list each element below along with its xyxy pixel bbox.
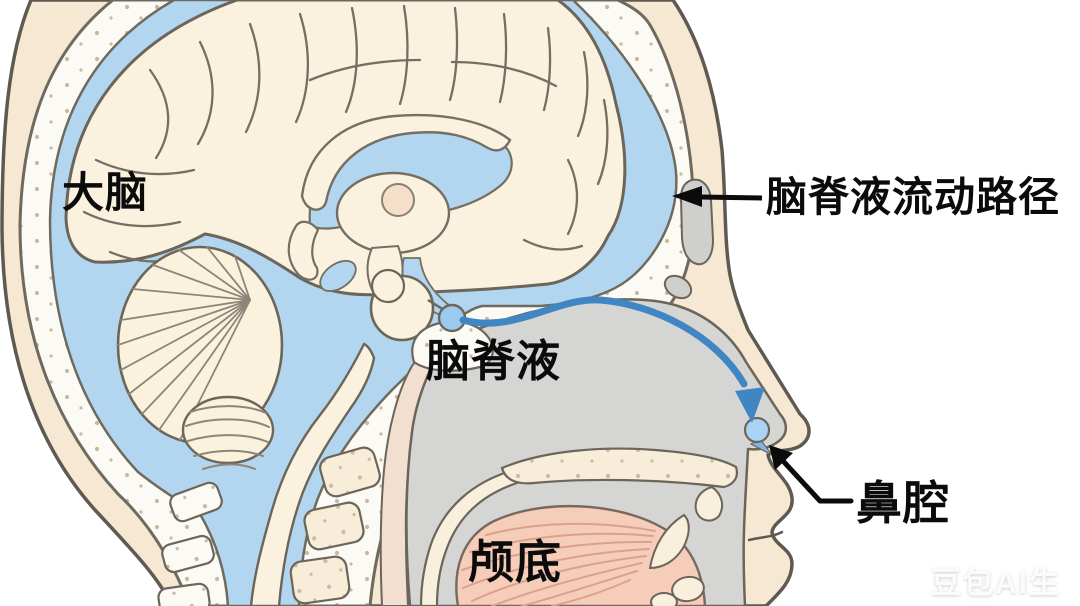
mammillary-bump: [370, 268, 406, 304]
hyoid-bump: [650, 592, 678, 606]
cerebellum-folia: [117, 246, 251, 441]
gyri-lines: [82, 4, 609, 263]
ethmoid-sinus: [663, 274, 693, 300]
mouth-line: [747, 530, 784, 542]
ai-watermark: 豆包AI生成: [931, 567, 1061, 600]
tongue: [455, 504, 707, 606]
quadrigeminal-cistern: [319, 259, 357, 293]
label-nasal-cavity: 鼻腔: [856, 477, 950, 529]
spinal-cord: [249, 342, 376, 606]
label-csf: 脑脊液: [426, 337, 561, 386]
mouth-floor-arc: [419, 468, 522, 606]
interthalamic-adhesion: [381, 183, 415, 217]
cerebellum: [116, 245, 284, 470]
corpus-callosum: [300, 113, 512, 211]
epiglottis: [648, 513, 690, 570]
csf-flow-arrow: [459, 296, 765, 423]
hard-palate: [500, 447, 739, 489]
uvula: [694, 485, 724, 522]
label-csf-flow-path: 脑脊液流动路径: [766, 174, 1060, 220]
label-cerebrum: 大脑: [62, 169, 149, 216]
splenium-hook: [287, 220, 320, 281]
csf-path-pointer-arrow: [672, 186, 763, 207]
csf-droplet: [743, 416, 773, 456]
pituitary-stalk: [427, 298, 445, 312]
nasal-cavity-pointer-arrow: [769, 445, 854, 504]
sphenoid-bone: [411, 320, 494, 372]
tongue-striations: [461, 522, 656, 606]
label-skull-base: 颅底: [468, 536, 562, 588]
cerebellar-tonsil: [181, 395, 275, 465]
larynx-cartilage: [671, 575, 705, 603]
cerebrum-region: [64, 0, 627, 342]
vertebrae: [157, 446, 381, 606]
